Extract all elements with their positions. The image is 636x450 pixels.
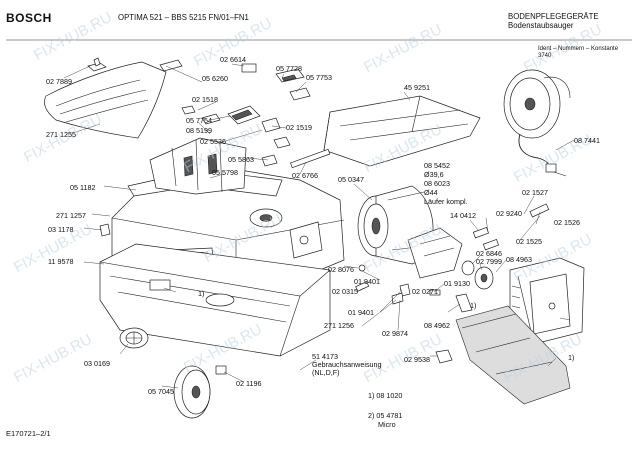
part-label: 05 7728	[276, 64, 302, 73]
part-label: 02 1518	[192, 95, 218, 104]
part-label: 02 6766	[292, 171, 318, 180]
part-label: 02 7889	[46, 77, 72, 86]
part-label: 08 4963	[506, 255, 532, 264]
part-label: 08 5452	[424, 161, 450, 170]
part-label: Gebrauchsanweisung	[312, 360, 382, 369]
part-label: 05 7045	[148, 387, 174, 396]
part-label: 08 4962	[424, 321, 450, 330]
filter-holder-shape	[323, 95, 481, 167]
motor-shape	[357, 185, 550, 290]
part-label: 02 1526	[554, 218, 580, 227]
part-label: 45 9251	[404, 83, 430, 92]
part-label: 05 7754	[186, 116, 212, 125]
part-label: 02 9538	[404, 355, 430, 364]
part-label: 05 6260	[202, 74, 228, 83]
clip-031178-shape	[99, 223, 111, 237]
part-label: 02 8076	[328, 265, 354, 274]
part-label: 02 6614	[220, 55, 246, 64]
part-label: 03 1178	[48, 225, 74, 234]
small-hardware	[355, 264, 473, 313]
part-label: 05 5863	[228, 155, 254, 164]
part-label: 02 7999	[476, 257, 502, 266]
part-label: 02 1525	[516, 237, 542, 246]
part-label: 51 4173	[312, 352, 338, 361]
part-label: 05 5798	[212, 168, 238, 177]
part-label: 02 1527	[522, 188, 548, 197]
top-small-parts	[159, 59, 311, 167]
part-label: 05 0347	[338, 175, 364, 184]
cord-reel-shape	[503, 69, 571, 177]
ident-label: Ident – Nummern – Konstante	[538, 46, 619, 52]
part-label: 02 9874	[382, 329, 408, 338]
footnote-ref: 1)	[568, 353, 575, 362]
part-label: 03 0169	[84, 359, 110, 368]
part-label: Ø44	[424, 188, 438, 197]
part-label: 11 9578	[48, 257, 74, 266]
part-label: 271 1255	[46, 130, 76, 139]
filter-pad-shape	[455, 305, 571, 405]
part-label: 02 6846	[476, 249, 502, 258]
rear-filter-frame-shape	[509, 257, 585, 345]
subcategory-title: Bodenstaubsauger	[508, 21, 574, 30]
part-label: 02 0315	[332, 287, 358, 296]
footnote-text: Micro	[378, 420, 396, 429]
footnote-text: 1) 08 1020	[368, 391, 403, 400]
part-label: 14 0412	[450, 211, 476, 220]
rod-026766-shape	[290, 148, 331, 169]
part-label: (NL,D,F)	[312, 368, 340, 377]
footnote-ref: 1)	[198, 289, 205, 298]
category-title: BODENPFLEGEGERÄTE	[508, 12, 599, 21]
footnote-ref: 1)	[470, 301, 477, 310]
part-label: 05 1182	[70, 183, 96, 192]
part-label: Läufer kompl.	[424, 197, 468, 206]
part-label: 08 6023	[424, 179, 450, 188]
part-label: 02 1519	[286, 123, 312, 132]
part-label: 02 0271	[412, 287, 438, 296]
drawing-number: E170721–2/1	[6, 429, 51, 438]
part-label: 02 9240	[496, 209, 522, 218]
part-label: 08 7441	[574, 136, 600, 145]
brand-logo: BOSCH	[6, 11, 52, 25]
model-title: OPTIMA 521 – BBS 5215 FN/01–FN1	[118, 13, 249, 22]
part-label: 05 7753	[306, 73, 332, 82]
part-label: 08 5199	[186, 126, 212, 135]
part-label: 271 1257	[56, 211, 86, 220]
ident-value: 3740	[538, 53, 552, 59]
wheels-shape	[119, 327, 227, 419]
part-label: 02 5536	[200, 137, 226, 146]
clip-027889-shape	[87, 57, 107, 72]
part-label: 271 1256	[324, 321, 354, 330]
clip-029538-shape	[435, 349, 453, 364]
cover-lid-shape	[44, 61, 167, 139]
footnote-text: 2) 05 4781	[368, 411, 403, 420]
part-label: 02 1196	[236, 379, 262, 388]
part-label: 01 9401	[354, 277, 380, 286]
part-label: 01 9401	[348, 308, 374, 317]
part-label: Ø39,6	[424, 170, 444, 179]
leader-lines	[63, 63, 575, 389]
part-label: 01 9130	[444, 279, 470, 288]
chassis-shape	[99, 243, 331, 357]
